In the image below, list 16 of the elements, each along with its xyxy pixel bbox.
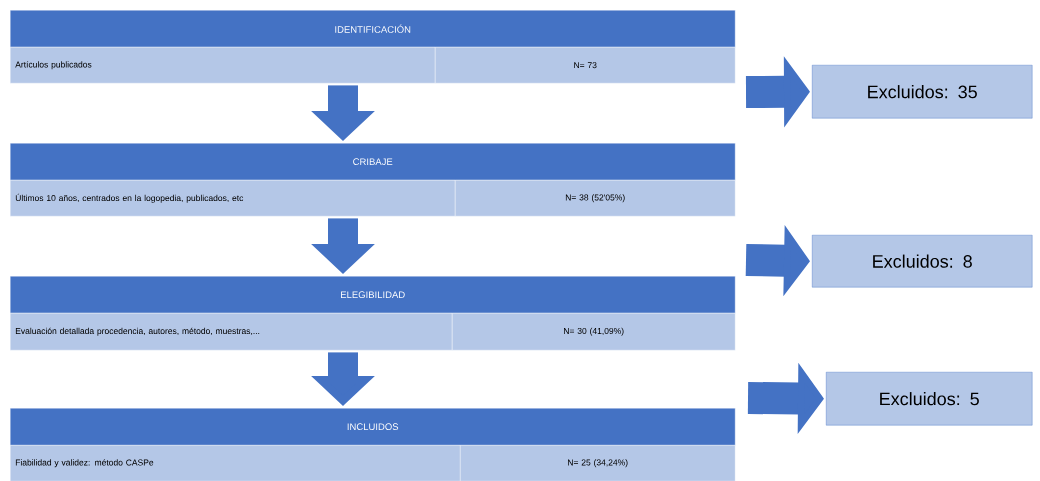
stage-header: INCLUIDOS	[10, 408, 736, 446]
table-cell: Artículos publicados	[10, 47, 436, 84]
table-cell: N= 30 (41,09%)	[452, 313, 736, 351]
table-cell: Evaluación detallada procedencia, autores, método, muestras,...	[10, 313, 453, 351]
node-label: Fiabilidad y validez: método CASPe	[15, 459, 154, 468]
table-cell: N= 25 (34,24%)	[460, 445, 736, 481]
table-cell: Fiabilidad y validez: método CASPe	[10, 445, 461, 481]
stage-header: IDENTIFICACIÓN	[10, 10, 736, 48]
table-cell: Últimos 10 años, centrados en la logopedia, publicados, etc	[10, 180, 456, 217]
result-box: Excluidos: 8	[812, 235, 1033, 288]
stage-header: ELEGIBILIDAD	[10, 276, 736, 314]
result-box: Excluidos: 35	[812, 65, 1033, 119]
stage-header: CRIBAJE	[10, 143, 736, 181]
table-cell: N= 38 (52'05%)	[455, 180, 736, 217]
result-box: Excluidos: 5	[826, 372, 1033, 426]
table-cell: N= 73	[435, 47, 736, 84]
